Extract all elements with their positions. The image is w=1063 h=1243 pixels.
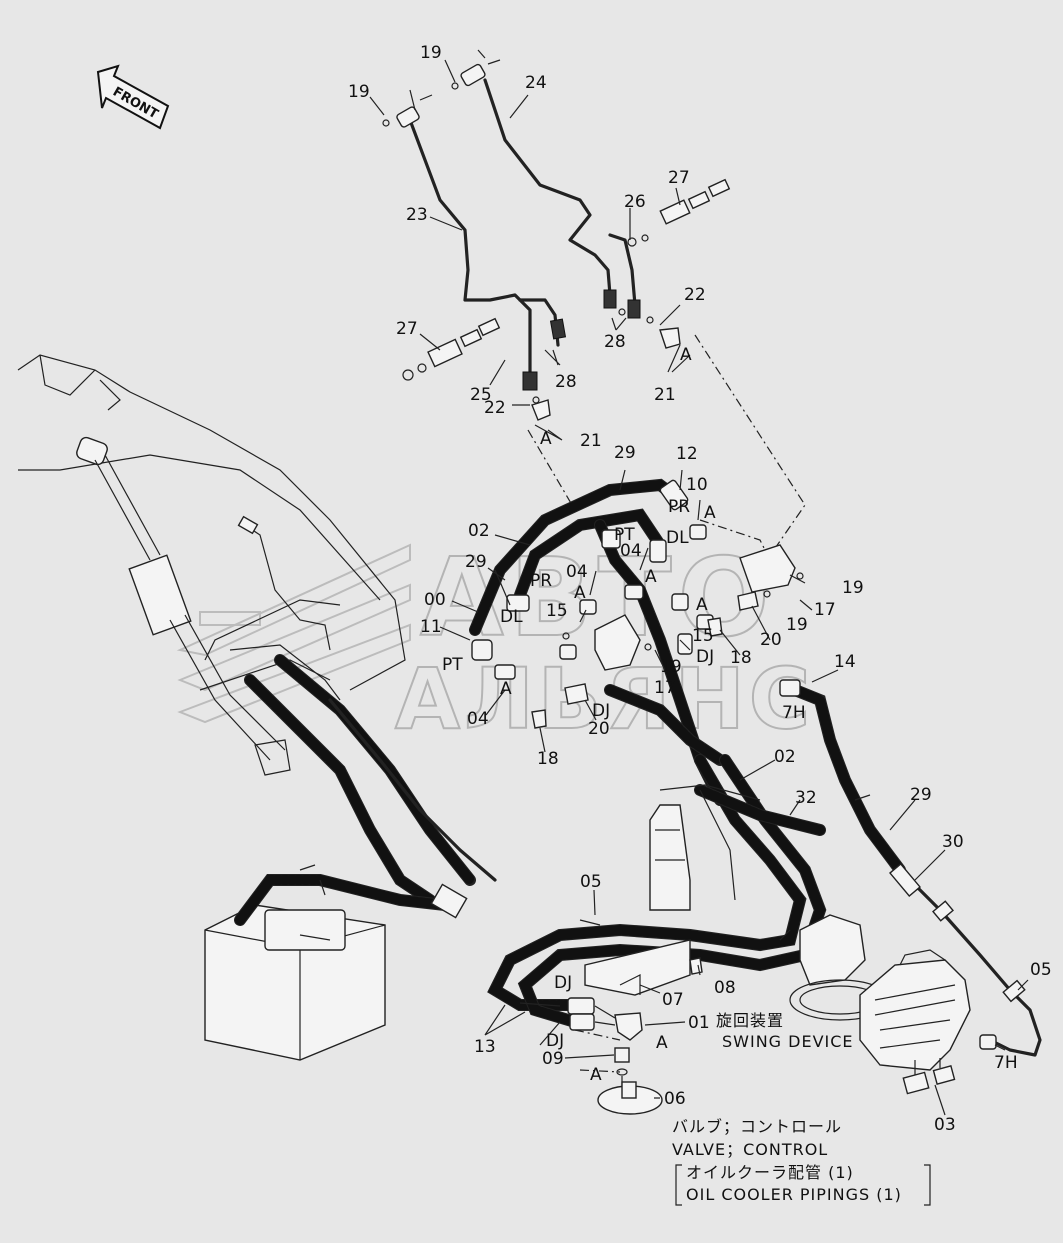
detail-mark-a: A: [704, 503, 716, 523]
callout-22: 22: [484, 398, 506, 418]
front-arrow-icon: FRONT: [96, 64, 170, 130]
callout-15: 15: [692, 626, 714, 646]
port-label-pt: PT: [614, 525, 635, 545]
port-label-pt: PT: [442, 655, 463, 675]
detail-mark-a: A: [645, 567, 657, 587]
leader-lines: [369, 59, 1029, 1116]
swing-device-label-en: SWING DEVICE: [722, 1032, 854, 1051]
port-label-7h: 7H: [994, 1053, 1018, 1073]
callout-13: 13: [474, 1037, 496, 1057]
title-bracket: [675, 1164, 931, 1206]
callout-14: 14: [834, 652, 856, 672]
callout-24: 24: [525, 73, 547, 93]
port-label-dj: DJ: [554, 973, 572, 993]
hydraulic-tank: [204, 904, 386, 1061]
detail-mark-a: A: [680, 345, 692, 365]
port-label-dl: DL: [500, 607, 523, 627]
port-label-dj: DJ: [592, 701, 610, 721]
callout-20: 20: [588, 719, 610, 739]
callout-03: 03: [934, 1115, 956, 1135]
captions: 旋回装置 SWING DEVICE バルブ；コントロール VALVE；CONTR…: [672, 1011, 902, 1204]
callout-08: 08: [714, 978, 736, 998]
detail-mark-a: A: [656, 1033, 668, 1053]
control-valve-label-en: VALVE；CONTROL: [672, 1140, 828, 1159]
diagram-title-jp: オイルクーラ配管 (1): [686, 1163, 854, 1182]
callout-21: 21: [654, 385, 676, 405]
detail-mark-a: A: [574, 583, 586, 603]
callout-02: 02: [468, 521, 490, 541]
port-label-pr: PR: [668, 497, 690, 517]
boom-structure: [17, 354, 406, 776]
control-valve-label-jp: バルブ；コントロール: [672, 1117, 842, 1136]
upper-pipes: [382, 49, 731, 421]
port-label-dj: DJ: [696, 647, 714, 667]
swing-device-label-jp: 旋回装置: [716, 1011, 784, 1030]
callout-21: 21: [580, 431, 602, 451]
callout-04: 04: [566, 562, 588, 582]
control-valve: [859, 949, 971, 1095]
detail-mark-a: A: [696, 595, 708, 615]
callout-15: 15: [546, 601, 568, 621]
callout-17: 17: [654, 678, 676, 698]
port-labels: PR PR DL DL PT PT DJ DJ DJ DJ 7H 7H: [442, 497, 1018, 1073]
callout-27: 27: [668, 168, 690, 188]
port-label-dl: DL: [666, 528, 689, 548]
callout-20: 20: [760, 630, 782, 650]
callout-12: 12: [676, 444, 698, 464]
lower-hoses: [299, 679, 1042, 1057]
callout-22: 22: [684, 285, 706, 305]
callout-numbers: 19 19 24 23 27 26 27 22 28 21 25 28 22 2…: [348, 43, 1052, 1135]
callout-18: 18: [730, 648, 752, 668]
callout-19: 19: [786, 615, 808, 635]
callout-32: 32: [795, 788, 817, 808]
detail-marks: A A A A A A A A A: [500, 345, 716, 1085]
callout-19: 19: [660, 657, 682, 677]
callout-29: 29: [910, 785, 932, 805]
callout-30: 30: [942, 832, 964, 852]
callout-04: 04: [467, 709, 489, 729]
callout-28: 28: [555, 372, 577, 392]
detail-mark-a: A: [540, 429, 552, 449]
callout-05: 05: [1030, 960, 1052, 980]
callout-19: 19: [420, 43, 442, 63]
callout-27: 27: [396, 319, 418, 339]
callout-19: 19: [348, 82, 370, 102]
port-label-7h: 7H: [782, 703, 806, 723]
callout-01: 01: [688, 1013, 710, 1033]
callout-04: 04: [620, 541, 642, 561]
watermark-logo-icon: [176, 543, 411, 724]
callout-26: 26: [624, 192, 646, 212]
callout-29: 29: [465, 552, 487, 572]
port-label-dj: DJ: [546, 1031, 564, 1051]
callout-07: 07: [662, 990, 684, 1010]
diagram-title-en: OIL COOLER PIPINGS (1): [686, 1185, 902, 1204]
central-manifold: [469, 478, 804, 806]
callout-00: 00: [424, 590, 446, 610]
port-label-pr: PR: [530, 571, 552, 591]
callout-28: 28: [604, 332, 626, 352]
callout-09: 09: [542, 1049, 564, 1069]
callout-18: 18: [537, 749, 559, 769]
callout-11: 11: [420, 617, 442, 637]
callout-29: 29: [614, 443, 636, 463]
detail-mark-a: A: [500, 679, 512, 699]
swing-device: [567, 784, 891, 1115]
callout-10: 10: [686, 475, 708, 495]
callout-25: 25: [470, 385, 492, 405]
callout-06: 06: [664, 1089, 686, 1109]
callout-02: 02: [774, 747, 796, 767]
callout-17: 17: [814, 600, 836, 620]
callout-19: 19: [842, 578, 864, 598]
detail-mark-a: A: [590, 1065, 602, 1085]
callout-23: 23: [406, 205, 428, 225]
callout-05: 05: [580, 872, 602, 892]
